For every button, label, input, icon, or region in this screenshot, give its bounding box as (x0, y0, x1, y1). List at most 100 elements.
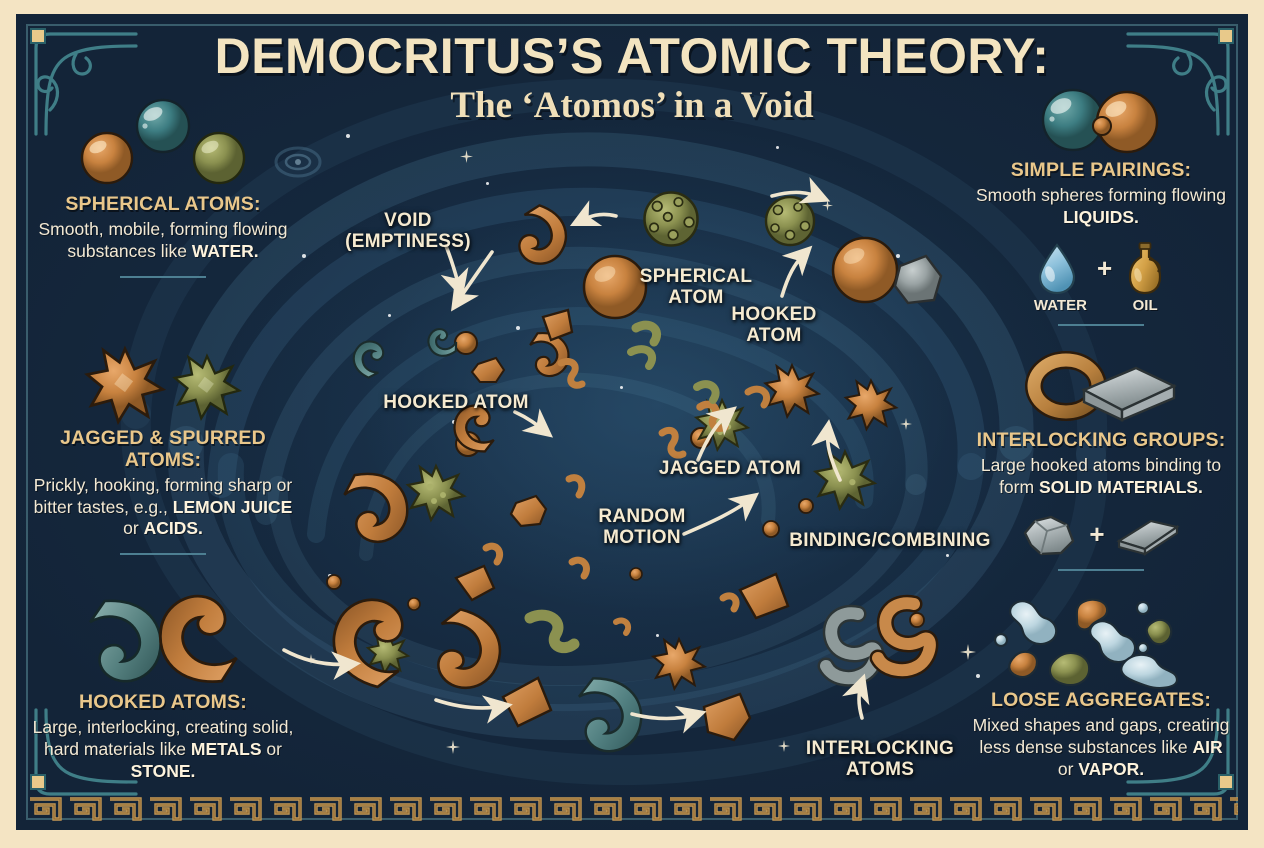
squiggle-atom (744, 385, 771, 409)
panel-heading: HOOKED ATOMS: (79, 691, 247, 713)
star-speck (516, 326, 520, 330)
panel-body: Large hooked atoms binding to form SOLID… (980, 454, 1222, 497)
panel-heading: LOOSE AGGREGATES: (990, 689, 1212, 711)
arrow-left-top (569, 200, 618, 227)
blob-light-blue (1009, 600, 1058, 646)
poster-board: DEMOCRITUS’S ATOMIC THEORY: The ‘Atomos’… (16, 14, 1248, 830)
blob-olive (1048, 651, 1091, 687)
squiggle-atom (565, 474, 586, 499)
hooked-atom (352, 340, 385, 379)
water-caption: WATER (1033, 296, 1087, 314)
spherical-atom (798, 498, 814, 514)
rubble-atom (470, 356, 506, 383)
pair-operator: + (1096, 252, 1113, 283)
arrow-interlocking (842, 673, 870, 720)
arrow-jagged (696, 406, 737, 462)
star-speck (656, 634, 659, 637)
squiggle-atom (719, 592, 740, 613)
blob-orange (1008, 650, 1039, 679)
hooked-atoms-icon-group (89, 594, 238, 683)
spherical-atom (629, 567, 643, 581)
hooked-atom-large (437, 607, 502, 689)
panel-body: Large, interlocking, creating solid, har… (32, 716, 294, 781)
pair-operator: + (1089, 519, 1105, 550)
panel-body: Smooth, mobile, forming flowing substanc… (38, 218, 288, 261)
shard-atom (501, 676, 553, 728)
squiggle-atom (658, 426, 687, 459)
panel-loose-aggregates: LOOSE AGGREGATES: Mixed shapes and gaps,… (970, 592, 1232, 780)
shard-atom (738, 572, 790, 620)
panel-heading: JAGGED & SPURRED ATOMS: (60, 427, 266, 471)
squiggle-atom (631, 320, 662, 347)
jagged-star-olive-icon (172, 353, 243, 421)
jagged-atom-orange (650, 636, 708, 692)
shard-atom (541, 308, 574, 342)
panel-divider (1058, 323, 1144, 326)
spherical-atoms-icon-group (80, 98, 246, 185)
sphere-olive-icon (192, 131, 246, 185)
blob-dot (1136, 641, 1150, 655)
corner-gold-square-br (1218, 774, 1234, 790)
hook-teal-icon (89, 599, 162, 683)
corner-gold-square-tr (1218, 28, 1234, 44)
arrow-hooked-left (513, 408, 554, 438)
panel-interlocking-groups: INTERLOCKING GROUPS: Large hooked atoms … (970, 346, 1232, 571)
spherical-atom (326, 574, 342, 590)
panel-heading: SIMPLE PAIRINGS: (1010, 159, 1192, 181)
sparkle-icon (822, 200, 833, 211)
jagged-star-orange-icon (84, 345, 167, 426)
oil-bottle-icon (1129, 241, 1162, 294)
squiggle-atom (693, 380, 720, 404)
blob-dot (993, 632, 1009, 648)
oil-caption: OIL (1132, 296, 1158, 314)
sphere-orange-icon (80, 131, 134, 185)
arrow-void-2 (451, 250, 494, 312)
star-speck (896, 254, 900, 258)
panel-divider (120, 553, 206, 556)
squiggle-atom (557, 357, 586, 389)
page-subtitle: The ‘Atomos’ in a Void (450, 85, 814, 126)
hooked-atom-large (343, 472, 409, 543)
spherical-atom (762, 520, 780, 538)
star-speck (486, 182, 489, 185)
shard-atom (702, 692, 752, 742)
panel-body: Smooth spheres forming flowing LIQUIDS. (976, 184, 1226, 227)
pairing-row-solids: + (970, 513, 1232, 557)
arrow-hooked-panel (282, 648, 361, 680)
star-speck (346, 134, 350, 138)
star-speck (388, 314, 391, 317)
motion-arrows (282, 176, 870, 734)
panel-heading: INTERLOCKING GROUPS: (976, 429, 1226, 451)
oil-item: OIL (1122, 241, 1168, 314)
blob-light-blue (1120, 653, 1179, 690)
panel-body: Prickly, hooking, forming sharp or bitte… (33, 474, 293, 539)
hooked-atom (518, 204, 568, 265)
blob-light-blue (1089, 620, 1137, 664)
squiggle-atom (482, 542, 504, 566)
panel-spherical-atoms: SPHERICAL ATOMS: Smooth, mobile, forming… (32, 98, 294, 278)
shard-atom (454, 564, 496, 602)
star-speck (976, 674, 980, 678)
blob-cluster-icon (993, 598, 1179, 690)
squiggle-atom (627, 345, 657, 370)
star-speck (946, 554, 949, 557)
arrow-bottom-left (434, 695, 513, 724)
metal-ingot-icon (1115, 519, 1180, 556)
panel-simple-pairings: SIMPLE PAIRINGS: Smooth spheres forming … (970, 84, 1232, 326)
arrow-random-motion (682, 492, 760, 536)
jagged-atom-orange (843, 378, 899, 432)
blob-dot (1135, 600, 1151, 616)
panel-divider (120, 275, 206, 278)
star-speck (620, 386, 623, 389)
squiggle-atom (568, 556, 590, 580)
water-drop-icon (1038, 242, 1075, 294)
arrow-binding-up (811, 419, 842, 482)
greek-key-border (26, 796, 1238, 822)
spherical-atom (407, 597, 421, 611)
jagged-atom (764, 195, 816, 247)
arrow-right-top (770, 176, 831, 204)
hooked-atom (427, 328, 458, 357)
corner-gold-square-tl (30, 28, 46, 44)
jagged-atom (405, 463, 467, 523)
